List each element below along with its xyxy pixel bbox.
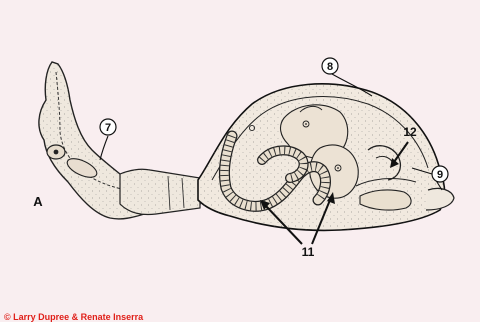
posterior-tail	[426, 188, 454, 210]
part-label-a: A	[33, 194, 43, 209]
callout-7-label: 7	[105, 122, 111, 134]
copyright-notice: © Larry Dupree & Renate Inserra	[4, 312, 143, 322]
swollen-body	[198, 84, 445, 231]
callout-12-label: 12	[403, 125, 417, 139]
callout-11-label: 11	[302, 245, 315, 259]
callout-7: 7	[100, 119, 116, 160]
callout-9-label: 9	[437, 169, 443, 181]
callout-8-label: 8	[327, 61, 333, 73]
neck-segment	[120, 169, 200, 214]
